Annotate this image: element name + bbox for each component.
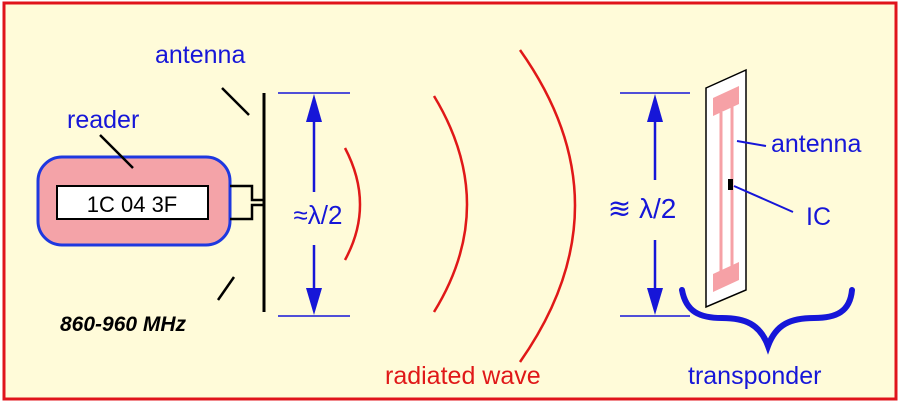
reader-dim-arrowhead-down	[306, 288, 322, 315]
reader-label: reader	[67, 106, 139, 134]
reader-display	[56, 185, 209, 220]
tag-antenna-label: antenna	[771, 130, 861, 158]
antenna-label-leader	[221, 87, 250, 116]
transponder-tag	[705, 68, 747, 309]
tag-dim-arrowhead-down	[647, 288, 663, 315]
transponder-brace	[679, 287, 855, 355]
tag-ic-chip	[728, 179, 733, 190]
frequency-label: 860-960 MHz	[60, 313, 187, 336]
wave-arc-3	[518, 49, 577, 363]
frequency-label-leader	[216, 276, 236, 301]
reader-display-code: 1C 04 3F	[87, 192, 178, 217]
tag-half-wavelength: ≋ λ/2	[608, 193, 677, 224]
reader-half-wavelength: ≈λ/2	[294, 200, 343, 230]
transponder-label: transponder	[688, 362, 821, 390]
tag-ic-leader	[733, 185, 794, 213]
tag-antenna-pad-top	[713, 86, 739, 116]
wave-arc-1	[343, 147, 362, 261]
wave-arc-2	[432, 95, 469, 313]
reader-connector	[230, 184, 264, 221]
reader-antenna-label: antenna	[155, 41, 245, 69]
tag-antenna-leader	[736, 140, 767, 147]
reader-dim-arrowhead-up	[306, 94, 322, 122]
reader-label-leader	[99, 134, 134, 169]
tag-dim-arrowhead-up	[647, 94, 663, 122]
tag-antenna-pad-bottom	[713, 262, 739, 292]
tag-ic-label: IC	[806, 203, 831, 231]
radiated-wave-label: radiated wave	[385, 362, 541, 390]
